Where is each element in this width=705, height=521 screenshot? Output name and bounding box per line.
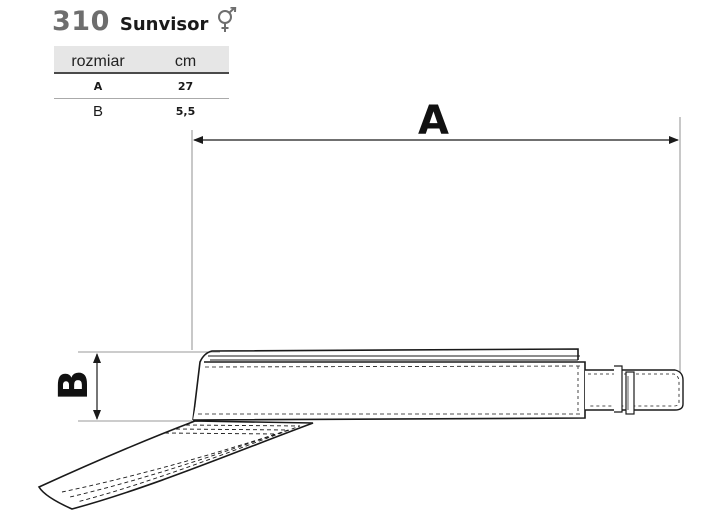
row-value: 5,5 bbox=[175, 104, 196, 118]
product-number: 310 bbox=[52, 6, 110, 37]
back-strap bbox=[585, 365, 684, 415]
table-row: A 27 bbox=[54, 74, 229, 99]
size-table-header: rozmiar cm bbox=[54, 46, 229, 74]
row-label: A bbox=[93, 79, 103, 93]
unisex-gender-icon bbox=[218, 7, 237, 32]
column-header-unit: cm bbox=[174, 53, 197, 70]
size-table: rozmiar cm A 27 B 5,5 bbox=[54, 46, 229, 123]
product-name: Sunvisor bbox=[119, 14, 209, 35]
dimension-a-label: A bbox=[418, 98, 449, 144]
dimension-a bbox=[191, 117, 681, 378]
column-header-size: rozmiar bbox=[71, 53, 125, 70]
row-label: B bbox=[92, 102, 103, 120]
product-header: 310 Sunvisor bbox=[52, 4, 238, 44]
visor-crown-band bbox=[192, 348, 586, 421]
dimension-b bbox=[78, 351, 220, 422]
visor-brim bbox=[37, 420, 314, 510]
dimension-b-label: B bbox=[51, 369, 97, 401]
row-value: 27 bbox=[177, 79, 194, 93]
table-row: B 5,5 bbox=[54, 99, 229, 123]
